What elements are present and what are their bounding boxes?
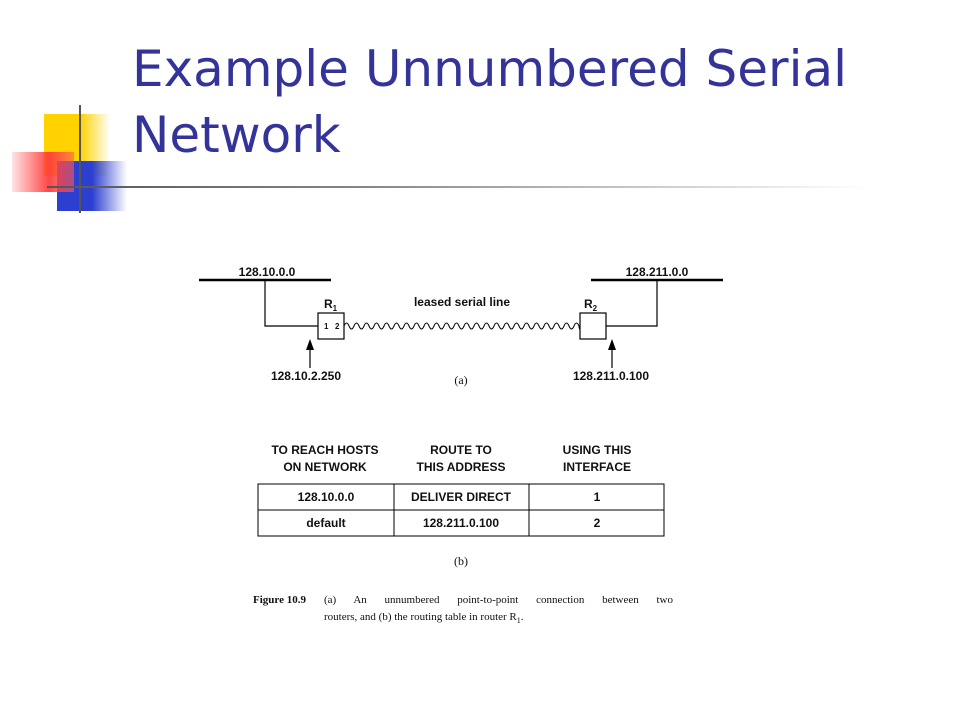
drop-line-right: [606, 280, 658, 327]
slide-title: Example Unnumbered Serial Network: [132, 40, 848, 164]
header-col2-line1: ROUTE TO: [430, 443, 492, 457]
decor-vertical-line: [79, 105, 81, 213]
table-cell-r2c2: 128.211.0.100: [423, 516, 499, 530]
router-r2: [579, 312, 607, 340]
address-right-label: 128.211.0.100: [573, 369, 649, 383]
header-col1-line2: ON NETWORK: [283, 460, 367, 474]
network-right-label: 128.211.0.0: [626, 265, 689, 279]
table-cell-r1c2: DELIVER DIRECT: [411, 490, 512, 504]
address-left-label: 128.10.2.250: [271, 369, 341, 383]
network-left-label: 128.10.0.0: [239, 265, 296, 279]
serial-line: [343, 322, 581, 330]
table-cell-r2c1: default: [306, 516, 345, 530]
router-r1: [317, 312, 345, 340]
arrow-left-head: [306, 339, 314, 350]
decor-red-square: [12, 152, 74, 192]
header-col3-line2: INTERFACE: [563, 460, 631, 474]
header-col3-line1: USING THIS: [563, 443, 632, 457]
drop-line-left: [264, 280, 318, 327]
table-cell-r1c1: 128.10.0.0: [298, 490, 355, 504]
table-cell-r1c3: 1: [594, 490, 601, 504]
header-col2-line2: THIS ADDRESS: [417, 460, 506, 474]
caption-line-2: routers, and (b) the routing table in ro…: [324, 611, 524, 626]
router-r1-label: R1: [324, 297, 338, 313]
serial-line-label: leased serial line: [414, 295, 510, 309]
title-underline: [47, 186, 867, 188]
arrow-right-head: [608, 339, 616, 350]
part-a-label: (a): [454, 373, 467, 387]
router-r2-label: R2: [584, 297, 598, 313]
router-r1-port-2: 2: [335, 322, 340, 331]
router-r1-port-1: 1: [324, 322, 329, 331]
part-b-label: (b): [454, 554, 468, 568]
figure-caption: Figure 10.9 (a) An unnumbered point-to-p…: [253, 592, 673, 629]
header-col1-line1: TO REACH HOSTS: [271, 443, 378, 457]
table-cell-r2c3: 2: [594, 516, 601, 530]
figure-number: Figure 10.9: [253, 594, 306, 606]
caption-line-1: (a) An unnumbered point-to-point connect…: [324, 594, 673, 606]
